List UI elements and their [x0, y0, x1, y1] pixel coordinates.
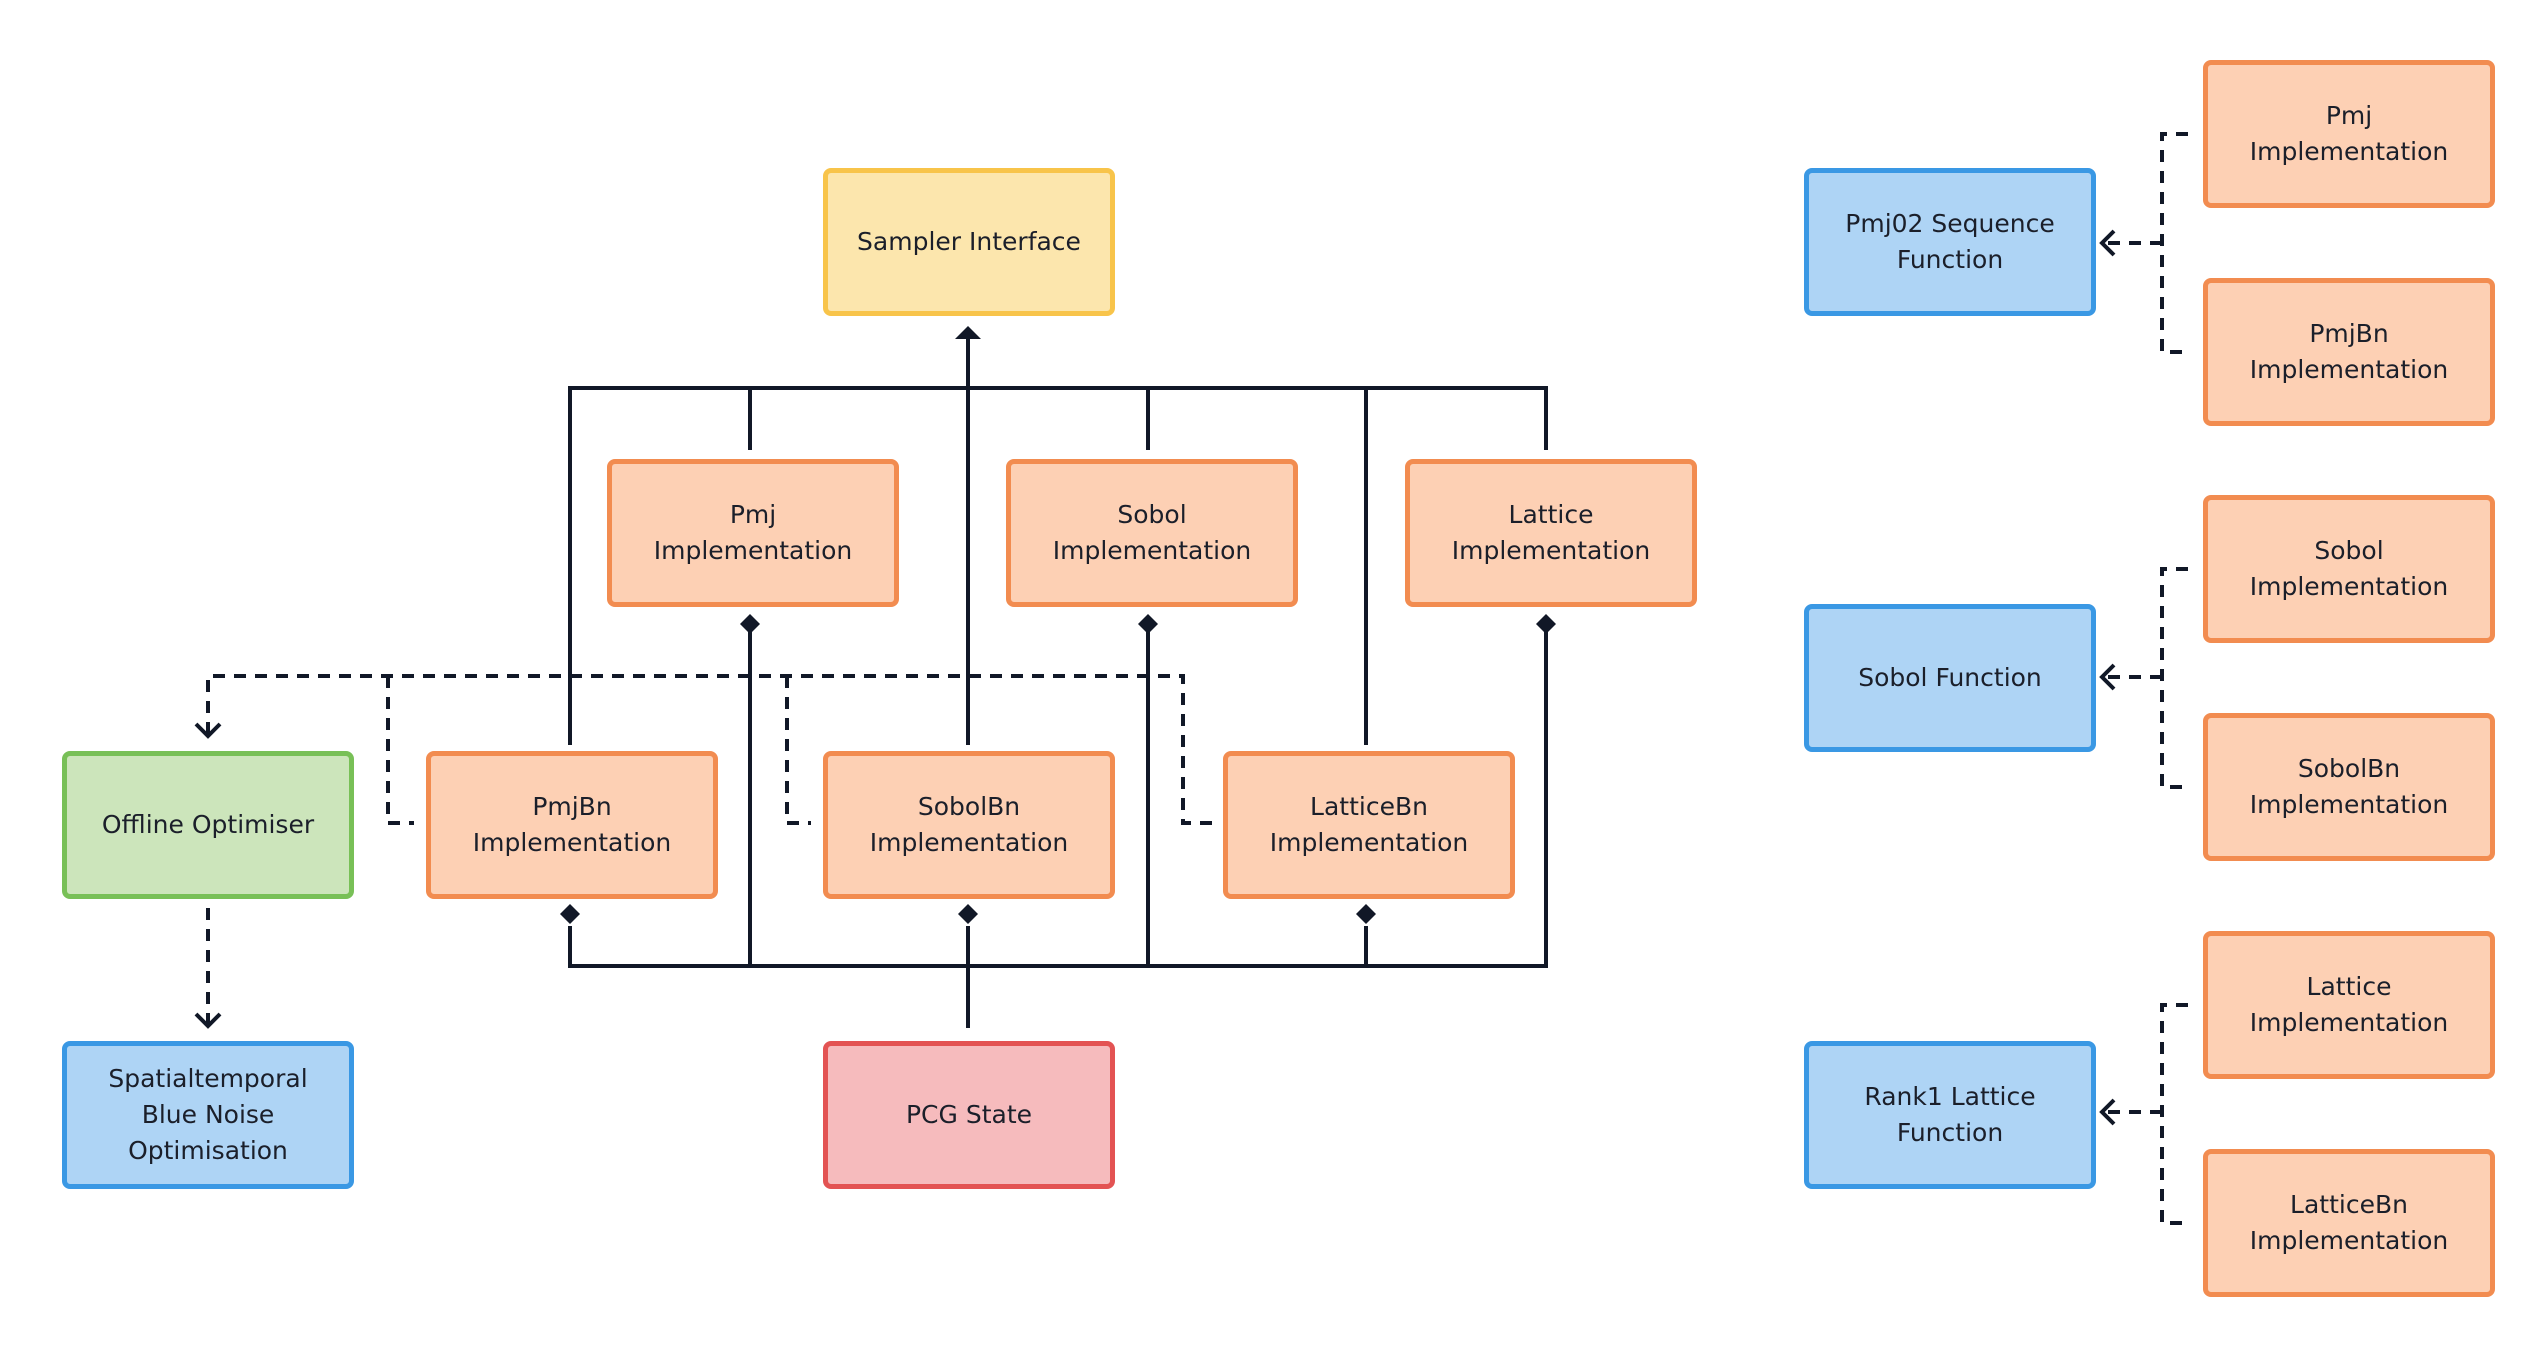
pmj02-sequence-function-node[interactable]: Pmj02 Sequence Function — [1804, 168, 2096, 316]
sobolbn-implementation-node[interactable]: SobolBn Implementation — [823, 751, 1115, 899]
inheritance-bus-edge — [568, 386, 1548, 745]
sobol-function-node[interactable]: Sobol Function — [1804, 604, 2096, 752]
pmj02-sequence-function-label-2: Function — [1896, 245, 2004, 274]
latticebn-implementation-label-1: LatticeBn — [1310, 792, 1428, 821]
pcg-state-label-1: PCG State — [905, 1100, 1033, 1129]
optimiser-arrow-head — [194, 722, 222, 739]
composition-bus-edge — [568, 630, 1548, 968]
sobolbn-implementation-label-2: Implementation — [869, 828, 1069, 857]
latticebn-implementation-node[interactable]: LatticeBn Implementation — [1223, 751, 1515, 899]
lattice-composition-diamond — [1536, 614, 1556, 634]
lattice-implementation-label-1: Lattice — [1508, 500, 1594, 529]
pmjbn-implementation-label-1: PmjBn — [532, 792, 612, 821]
sobol-implementation-label-2: Implementation — [1052, 536, 1252, 565]
blue-noise-optimisation-label-1: Spatialtemporal — [108, 1064, 308, 1093]
pcg-state-node[interactable]: PCG State — [823, 1041, 1115, 1189]
side-latticebn-implementation-node[interactable]: LatticeBn Implementation — [2203, 1149, 2495, 1297]
inheritance-arrow-head — [955, 326, 981, 339]
sobol-group-bracket — [2160, 567, 2188, 789]
side-pmj-implementation-node[interactable]: Pmj Implementation — [2203, 60, 2495, 208]
side-sobolbn-implementation-node[interactable]: SobolBn Implementation — [2203, 713, 2495, 861]
side-latticebn-implementation-label-1: LatticeBn — [2290, 1190, 2408, 1219]
sobol-implementation-label-1: Sobol — [1117, 500, 1187, 529]
side-lattice-implementation-label-1: Lattice — [2306, 972, 2392, 1001]
side-sobolbn-implementation-label-2: Implementation — [2249, 790, 2449, 819]
offline-optimiser-node[interactable]: Offline Optimiser — [62, 751, 354, 899]
pmj-composition-diamond — [740, 614, 760, 634]
sobol-function-arrow-head — [2099, 663, 2116, 691]
rank1-lattice-function-label-1: Rank1 Lattice — [1864, 1082, 2036, 1111]
side-pmjbn-implementation-label-2: Implementation — [2249, 355, 2449, 384]
side-sobol-implementation-label-2: Implementation — [2249, 572, 2449, 601]
sobolbn-optimiser-dependency — [785, 676, 811, 825]
sobol-composition-diamond — [1138, 614, 1158, 634]
pmj02-group-bracket — [2160, 132, 2188, 354]
blue-noise-arrow-head — [194, 1012, 222, 1029]
side-sobol-implementation-node[interactable]: Sobol Implementation — [2203, 495, 2495, 643]
pmj-implementation-node[interactable]: Pmj Implementation — [607, 459, 899, 607]
side-lattice-implementation-node[interactable]: Lattice Implementation — [2203, 931, 2495, 1079]
side-pmjbn-implementation-label-1: PmjBn — [2309, 319, 2389, 348]
rank1-function-arrow-head — [2099, 1098, 2116, 1126]
sobol-function-label-1: Sobol Function — [1858, 663, 2042, 692]
lattice-implementation-label-2: Implementation — [1451, 536, 1651, 565]
sobolbn-implementation-label-1: SobolBn — [917, 792, 1021, 821]
offline-optimiser-label-1: Offline Optimiser — [101, 810, 315, 839]
pmj-implementation-label-2: Implementation — [653, 536, 853, 565]
rank1-lattice-function-label-2: Function — [1896, 1118, 2004, 1147]
pmjbn-implementation-node[interactable]: PmjBn Implementation — [426, 751, 718, 899]
pmjbn-implementation-label-2: Implementation — [472, 828, 672, 857]
pmjbn-composition-diamond — [560, 904, 580, 924]
side-sobolbn-implementation-label-1: SobolBn — [2297, 754, 2401, 783]
sampler-interface-label-1: Sampler Interface — [857, 227, 1081, 256]
side-lattice-implementation-label-2: Implementation — [2249, 1008, 2449, 1037]
lattice-implementation-node[interactable]: Lattice Implementation — [1405, 459, 1697, 607]
blue-noise-optimisation-node[interactable]: Spatialtemporal Blue Noise Optimisation — [62, 1041, 354, 1189]
pmjbn-optimiser-dependency — [386, 676, 414, 825]
pmj02-function-arrow-head — [2099, 229, 2116, 257]
latticebn-implementation-label-2: Implementation — [1269, 828, 1469, 857]
sobolbn-composition-diamond — [958, 904, 978, 924]
latticebn-optimiser-dependency — [206, 674, 1212, 825]
blue-noise-optimisation-label-3: Optimisation — [128, 1136, 288, 1165]
blue-noise-optimisation-label-2: Blue Noise — [141, 1100, 275, 1129]
sobol-implementation-node[interactable]: Sobol Implementation — [1006, 459, 1298, 607]
side-pmj-implementation-label-2: Implementation — [2249, 137, 2449, 166]
side-pmjbn-implementation-node[interactable]: PmjBn Implementation — [2203, 278, 2495, 426]
rank1-group-bracket — [2160, 1003, 2188, 1225]
side-pmj-implementation-label-1: Pmj — [2325, 101, 2373, 130]
side-sobol-implementation-label-1: Sobol — [2314, 536, 2384, 565]
pmj-implementation-label-1: Pmj — [729, 500, 777, 529]
side-latticebn-implementation-label-2: Implementation — [2249, 1226, 2449, 1255]
pmj02-sequence-function-label-1: Pmj02 Sequence — [1845, 209, 2055, 238]
rank1-lattice-function-node[interactable]: Rank1 Lattice Function — [1804, 1041, 2096, 1189]
latticebn-composition-diamond — [1356, 904, 1376, 924]
sampler-interface-node[interactable]: Sampler Interface — [823, 168, 1115, 316]
